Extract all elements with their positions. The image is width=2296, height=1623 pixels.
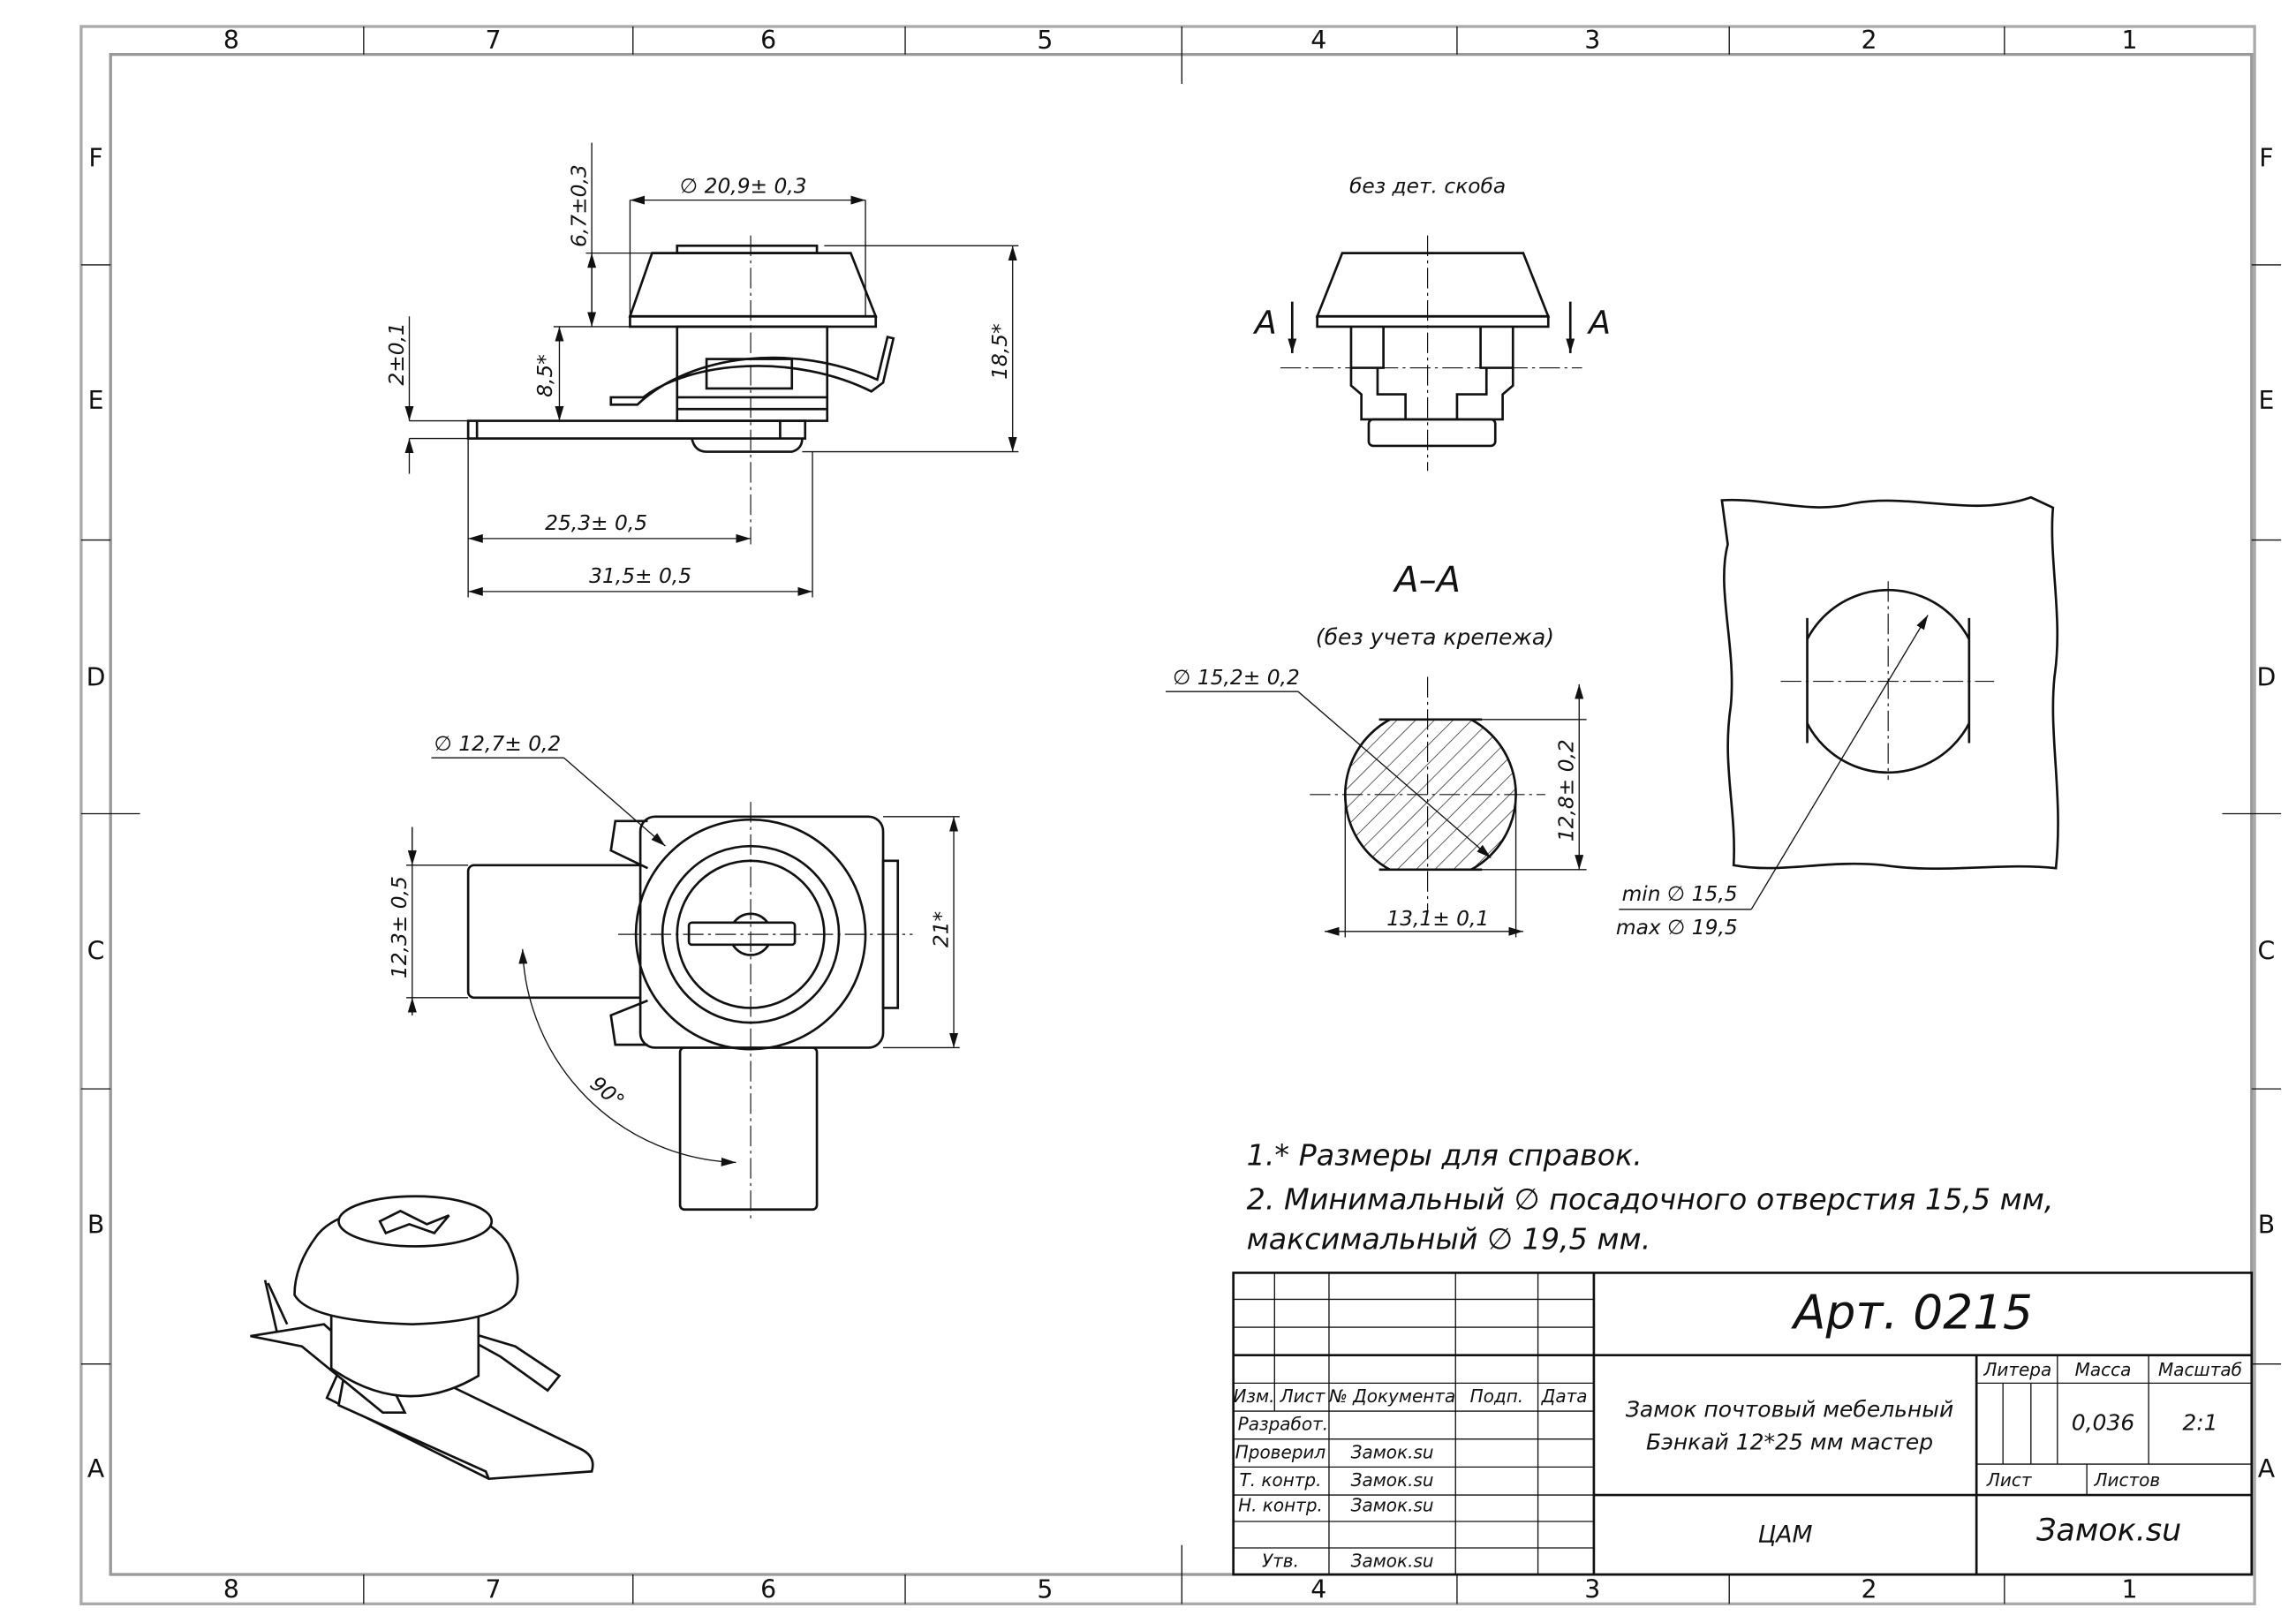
dim-axis-offset: 25,3± 0,5 [545, 511, 647, 535]
zone-col: 2 [1862, 1575, 1877, 1604]
zone-row: C [87, 936, 105, 965]
hole-max-diameter: max ∅ 19,5 [1616, 916, 1738, 940]
view-without-bracket: без дет. скоба A A [1253, 174, 1611, 472]
scale-label: Масштаб [2158, 1359, 2242, 1380]
section-subtitle: (без учета крепежа) [1316, 624, 1554, 650]
zone-col: 7 [485, 26, 501, 55]
zone-row: B [87, 1210, 104, 1239]
zone-row: A [2258, 1454, 2276, 1483]
zone-row: F [88, 143, 102, 172]
dim-head-diameter: ∅ 20,9± 0,3 [680, 174, 807, 198]
zone-col: 3 [1584, 26, 1600, 55]
zone-col: 4 [1310, 26, 1326, 55]
zone-row: E [2258, 386, 2274, 415]
zone-col: 8 [223, 26, 239, 55]
zone-row: A [87, 1454, 105, 1483]
section-aa: А–А (без учета крепежа) ∅ 15,2± 0,2 12,8… [1165, 560, 1587, 938]
mass-label: Масса [2075, 1359, 2132, 1380]
zone-row: F [2259, 143, 2273, 172]
zone-col: 5 [1037, 26, 1053, 55]
header-list: Лист [1280, 1385, 1326, 1407]
role-name: Замок.su [1351, 1551, 1434, 1572]
scale-value: 2:1 [2182, 1410, 2217, 1436]
note-line: максимальный ∅ 19,5 мм. [1247, 1222, 1651, 1257]
dim-head-height: 6,7±0,3 [567, 164, 591, 247]
zone-row: E [88, 386, 104, 415]
role-name: Замок.su [1351, 1494, 1434, 1515]
role-label: Разработ. [1238, 1414, 1328, 1435]
dim-section-height: 12,8± 0,2 [1555, 739, 1579, 842]
zone-col: 4 [1310, 1575, 1326, 1604]
header-sign: Подп. [1470, 1385, 1524, 1407]
dim-rotation-angle: 90° [585, 1072, 629, 1113]
zone-labels: 8 7 6 5 4 3 2 1 8 7 6 5 4 3 2 1 F E D C … [87, 26, 2277, 1604]
header-izm: Изм. [1233, 1385, 1274, 1407]
cut-label-right: A [1587, 304, 1611, 342]
notes: 1.* Размеры для справок. 2. Минимальный … [1247, 1138, 2054, 1257]
dim-total-height: 18,5* [988, 323, 1012, 380]
sheets-label: Листов [2093, 1469, 2160, 1491]
zone-col: 7 [485, 1575, 501, 1604]
dim-shaft-height: 8,5* [533, 354, 557, 397]
dim-front-height: 21* [929, 911, 953, 947]
cut-label-left: A [1253, 304, 1277, 342]
zone-col: 3 [1584, 1575, 1600, 1604]
section-title: А–А [1392, 560, 1461, 600]
zone-col: 8 [223, 1575, 239, 1604]
role-label: Н. контр. [1238, 1494, 1323, 1515]
role-label: Утв. [1262, 1551, 1299, 1572]
note-line: 2. Минимальный ∅ посадочного отверстия 1… [1247, 1182, 2054, 1217]
dim-total-length: 31,5± 0,5 [589, 564, 691, 588]
dim-section-diameter: ∅ 15,2± 0,2 [1173, 666, 1300, 690]
material: ЦАМ [1758, 1521, 1813, 1548]
hole-min-diameter: min ∅ 15,5 [1622, 882, 1738, 906]
zone-row: B [2258, 1210, 2275, 1239]
mounting-hole-sketch: min ∅ 15,5 max ∅ 19,5 [1616, 495, 2059, 940]
zone-col: 6 [760, 26, 776, 55]
view-caption: без дет. скоба [1349, 174, 1506, 198]
header-doc: № Документа [1328, 1385, 1455, 1407]
zone-col: 6 [760, 1575, 776, 1604]
zone-col: 5 [1037, 1575, 1053, 1604]
mass-value: 0,036 [2072, 1410, 2135, 1436]
sheet-label: Лист [1986, 1469, 2033, 1491]
zone-row: C [2258, 936, 2276, 965]
zone-col: 1 [2121, 26, 2137, 55]
sheet-frame [79, 25, 2282, 1606]
zone-col: 1 [2121, 1575, 2137, 1604]
note-line: 1.* Размеры для справок. [1247, 1138, 1643, 1173]
dim-plate-thickness: 2±0,1 [385, 322, 409, 385]
dim-section-width: 13,1± 0,1 [1386, 907, 1489, 931]
zone-col: 2 [1862, 26, 1877, 55]
litera-label: Литера [1983, 1359, 2051, 1380]
dim-front-diameter: ∅ 12,7± 0,2 [434, 732, 562, 756]
zone-row: D [87, 663, 106, 692]
isometric-view [250, 1195, 594, 1481]
dim-front-width: 12,3± 0,5 [388, 876, 412, 978]
front-view: 90° ∅ 12,7± 0,2 12,3± 0,5 21* [388, 732, 960, 1222]
zone-row: D [2257, 663, 2277, 692]
product-name-line2: Бэнкай 12*25 мм мастер [1646, 1429, 1933, 1454]
article-number: Арт. 0215 [1791, 1286, 2033, 1340]
company-name: Замок.su [2036, 1514, 2181, 1549]
side-view: ∅ 20,9± 0,3 6,7±0,3 8,5* 2±0,1 18,5* 25,… [385, 142, 1019, 598]
role-label: Т. контр. [1239, 1469, 1321, 1491]
title-block: Арт. 0215 Изм. Лист № Документа Подп. Да… [1232, 1272, 2254, 1576]
role-name: Замок.su [1351, 1469, 1434, 1491]
role-label: Проверил [1235, 1441, 1326, 1462]
product-name-line1: Замок почтовый мебельный [1626, 1397, 1953, 1423]
role-name: Замок.su [1351, 1441, 1434, 1462]
header-date: Дата [1541, 1385, 1588, 1407]
